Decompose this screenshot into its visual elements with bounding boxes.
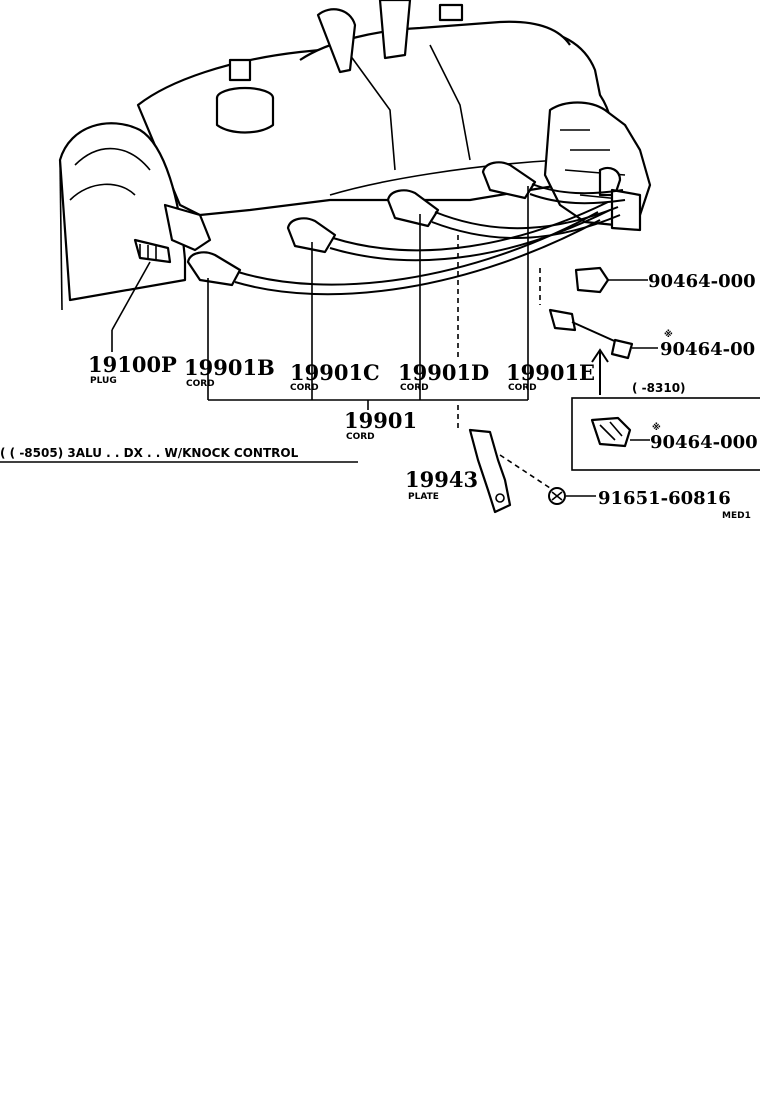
nut-part-number: 91651-60816 [598,488,731,509]
cord-d-caption: CORD [400,383,429,393]
cord-d-part-number: 19901D [398,360,489,385]
plate-shape [468,428,512,514]
plug-boot-2 [286,217,337,254]
cord-b-part-number: 19901B [184,355,275,380]
cord-e-caption: CORD [508,383,537,393]
plug-part-number: 19100P [88,352,177,377]
clamp-c-mark: ※ [652,422,661,433]
cord-set-part-number: 19901 [344,408,417,433]
plug-boot-1 [186,251,242,287]
leader-lines [111,186,529,430]
plate-caption: PLATE [408,492,439,502]
plug-boot-3 [386,189,440,228]
applicability-note: ( ( -8505) 3ALU . . DX . . W/KNOCK CONTR… [0,446,299,460]
cord-run-e [529,193,626,205]
clamp-c-part-number: 90464-000 [650,432,758,453]
cord-b-caption: CORD [186,379,215,389]
hardware-parts [0,266,760,514]
cord-run-c [329,209,611,262]
cord-e-part-number: 19901E [506,360,595,385]
plate-part-number: 19943 [405,467,478,492]
inset-range-note: ( -8310) [632,381,686,395]
part-labels: 19100P PLUG 19901B CORD 19901C CORD 1990… [0,271,758,521]
cord-c-caption: CORD [290,383,319,393]
clamp-b-shape [548,308,577,332]
inset-box [571,397,760,471]
nut-shape [548,487,566,505]
cord-set-caption: CORD [346,432,375,442]
clamp-c-shape [590,416,632,448]
cord-run-b [234,219,601,296]
clamp-b-part-number: 90464-00 [660,339,755,360]
cord-run-d [431,214,621,239]
cord-c-part-number: 19901C [290,360,380,385]
clamp-a-shape [574,266,610,294]
plug-caption: PLUG [90,376,117,386]
ignition-cords [186,161,626,296]
clamp-a-part-number: 90464-000 [648,271,756,292]
figure-code: MED1 [722,511,751,521]
clamp-b-mark: ※ [664,329,673,340]
